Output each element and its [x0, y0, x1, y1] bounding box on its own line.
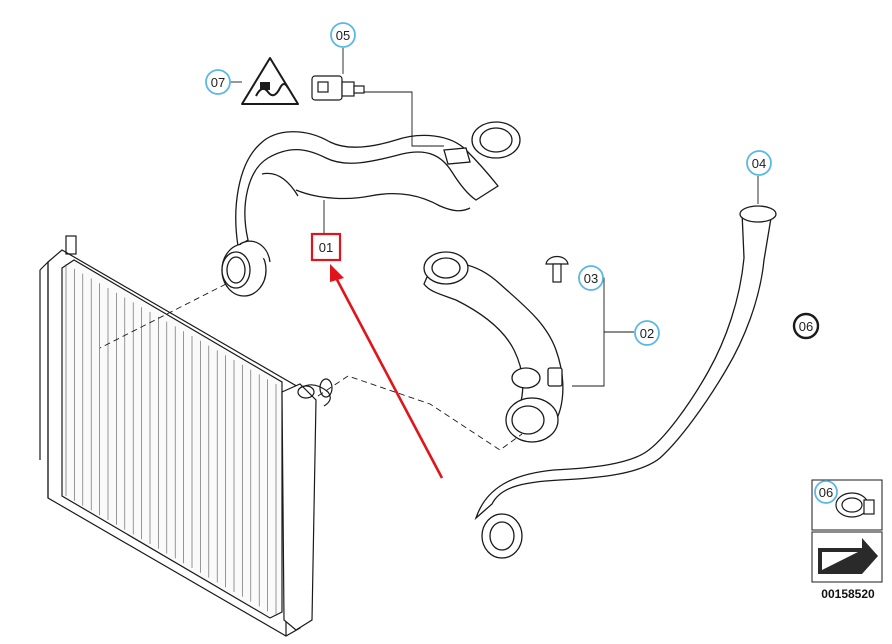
- leader-lines: [230, 48, 759, 387]
- callout-01[interactable]: 01: [319, 240, 333, 255]
- direction-arrow-icon: [818, 538, 878, 574]
- upper-radiator-hose: [221, 121, 521, 297]
- callout-04-label: 04: [752, 156, 766, 171]
- diagram-id: 00158520: [821, 587, 875, 601]
- lower-coolant-hose: [474, 205, 777, 559]
- callout-05[interactable]: 05: [330, 22, 356, 48]
- callout-06-clip[interactable]: 06: [792, 312, 820, 340]
- highlight-arrow: [310, 232, 444, 479]
- middle-coolant-hose: [423, 251, 564, 443]
- callout-07-label: 07: [211, 75, 225, 90]
- hose-clamp-icon: [835, 492, 875, 518]
- radiator: [39, 235, 333, 637]
- callout-06b-label: 06: [819, 485, 833, 500]
- hot-coolant-warning-icon: [241, 57, 299, 105]
- legend-panel: 06 00158520: [811, 479, 883, 601]
- callout-04[interactable]: 04: [746, 150, 772, 176]
- dashed-connection-lines: [99, 283, 523, 451]
- highlight-box: [310, 232, 342, 262]
- callout-06-legend[interactable]: 06: [814, 480, 838, 504]
- callout-03[interactable]: 03: [578, 265, 604, 291]
- bleed-screw: [545, 255, 569, 283]
- callout-03-label: 03: [584, 271, 598, 286]
- temperature-sensor: [311, 75, 365, 101]
- callout-07[interactable]: 07: [205, 69, 231, 95]
- callout-02-label: 02: [640, 326, 654, 341]
- callout-01-label: 01: [319, 240, 333, 255]
- callout-06-label: 06: [799, 319, 813, 334]
- callout-05-label: 05: [336, 28, 350, 43]
- callout-02[interactable]: 02: [634, 320, 660, 346]
